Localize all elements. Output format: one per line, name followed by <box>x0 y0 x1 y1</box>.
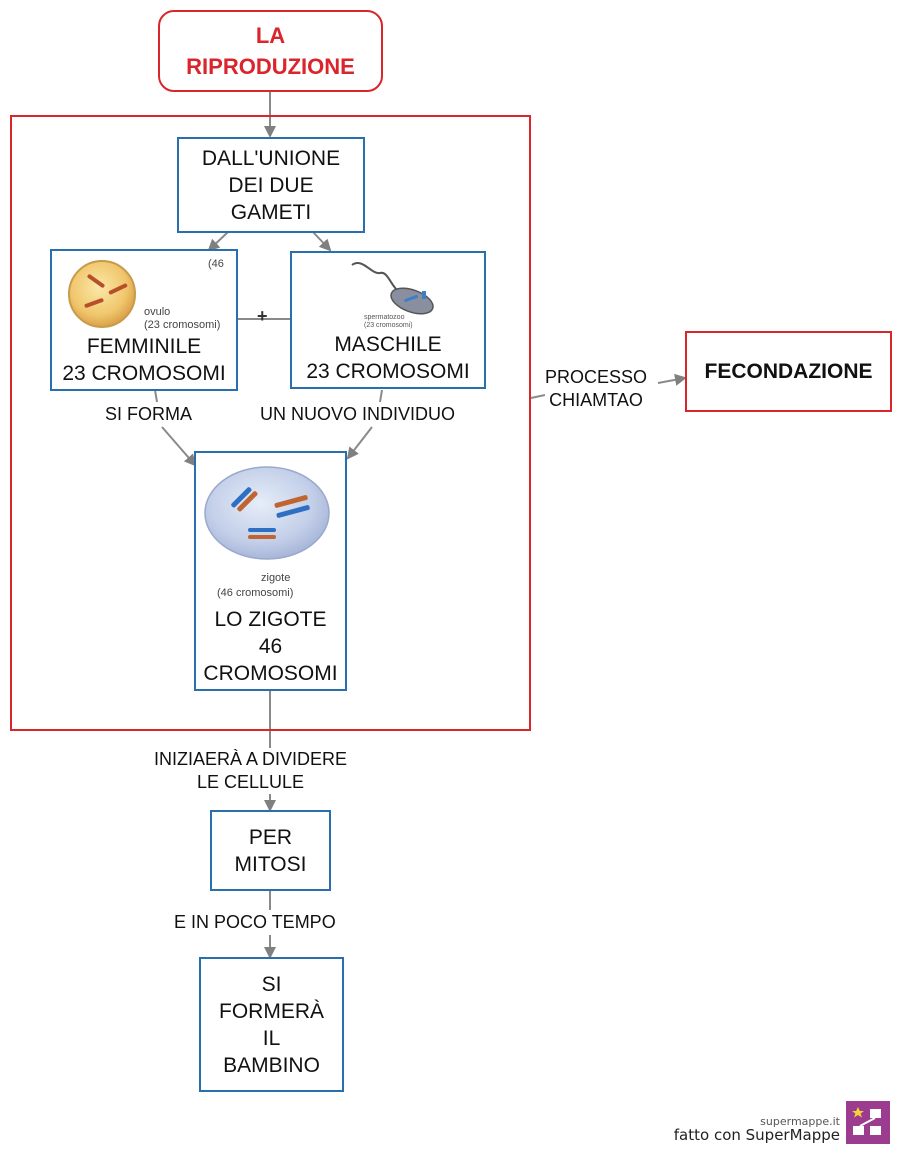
label-processo: PROCESSO CHIAMTAO <box>545 366 648 412</box>
arrow-unione-to-maschile <box>312 231 332 252</box>
zigote-caption-2: (46 cromosomi) <box>217 587 293 599</box>
plus-sign: + <box>257 306 268 326</box>
title-line-2: RIPRODUZIONE <box>186 54 355 79</box>
ovulo-corner-label: (46 <box>208 258 224 270</box>
unione-line-2: DEI DUE <box>228 173 314 197</box>
femminile-node[interactable]: ovulo (23 cromosomi) (46 FEMMINILE 23 CR… <box>50 249 238 391</box>
zigote-node[interactable]: zigote (46 cromosomi) LO ZIGOTE 46 CROMO… <box>194 451 347 691</box>
arrow-processo-to-fecondazione <box>657 373 687 386</box>
label-dividere-line-2: LE CELLULE <box>197 772 305 792</box>
arrow-label-to-zigote <box>161 426 197 467</box>
mitosi-line-2: MITOSI <box>234 852 307 876</box>
link-group-to-processo <box>530 394 546 399</box>
arrow-unione-to-femminile <box>207 231 229 252</box>
logo-glyph <box>852 1107 881 1135</box>
bambino-line-2: FORMERÀ <box>219 999 324 1023</box>
zigote-line-2: 46 <box>258 635 283 658</box>
ovulo-image: ovulo (23 cromosomi) (46 <box>68 258 224 331</box>
supermappe-logo-icon[interactable] <box>846 1101 890 1144</box>
label-si-forma: SI FORMA <box>105 403 193 426</box>
maschile-line-2: 23 CROMOSOMI <box>306 360 470 383</box>
label-poco-tempo: E IN POCO TEMPO <box>174 911 336 934</box>
unione-node[interactable]: DALL'UNIONE DEI DUE GAMETI <box>177 137 365 233</box>
mitosi-node[interactable]: PER MITOSI <box>210 810 331 891</box>
unione-line-1: DALL'UNIONE <box>201 146 341 170</box>
group-frame <box>10 115 531 731</box>
arrow-label2-to-zigote <box>346 426 373 460</box>
mitosi-line-1: PER <box>248 825 293 849</box>
bambino-line-1: SI <box>261 972 282 996</box>
link-maschile-to-label <box>379 389 383 403</box>
title-node[interactable]: LA RIPRODUZIONE <box>158 10 383 92</box>
footer-made-with: fatto con SuperMappe <box>673 1126 840 1144</box>
label-dividere-line-1: INIZIAERÀ A DIVIDERE <box>154 749 348 769</box>
label-nuovo-individuo: UN NUOVO INDIVIDUO <box>260 403 456 426</box>
bambino-line-4: BAMBINO <box>223 1053 320 1077</box>
femminile-line-1: FEMMINILE <box>86 335 202 358</box>
bambino-line-3: IL <box>262 1026 281 1050</box>
fecondazione-node[interactable]: FECONDAZIONE <box>685 331 892 412</box>
maschile-line-1: MASCHILE <box>334 333 442 356</box>
zigote-caption-1: zigote <box>261 572 290 584</box>
femminile-line-2: 23 CROMOSOMI <box>62 362 226 385</box>
unione-line-3: GAMETI <box>230 200 312 224</box>
sperm-image: spermatozoo (23 cromosomi) <box>351 262 434 329</box>
sperm-caption-1: spermatozoo <box>364 314 405 321</box>
label-dividere: INIZIAERÀ A DIVIDERE LE CELLULE <box>154 748 348 794</box>
label-processo-line-2: CHIAMTAO <box>549 390 643 410</box>
ovulo-caption-2: (23 cromosomi) <box>144 319 220 331</box>
maschile-node[interactable]: spermatozoo (23 cromosomi) MASCHILE 23 C… <box>290 251 486 389</box>
fecondazione-label: FECONDAZIONE <box>704 360 873 383</box>
ovulo-caption-1: ovulo <box>144 306 170 318</box>
zigote-line-3: CROMOSOMI <box>203 662 338 685</box>
zigote-line-1: LO ZIGOTE <box>214 608 327 631</box>
zigote-image: zigote (46 cromosomi) <box>204 466 330 599</box>
link-femminile-to-label <box>154 389 158 403</box>
footer-site[interactable]: supermappe.it <box>760 1115 840 1128</box>
label-processo-line-1: PROCESSO <box>545 367 648 387</box>
title-line-1: LA <box>255 23 286 48</box>
sperm-caption-2: (23 cromosomi) <box>364 322 413 329</box>
bambino-node[interactable]: SI FORMERÀ IL BAMBINO <box>199 957 344 1092</box>
